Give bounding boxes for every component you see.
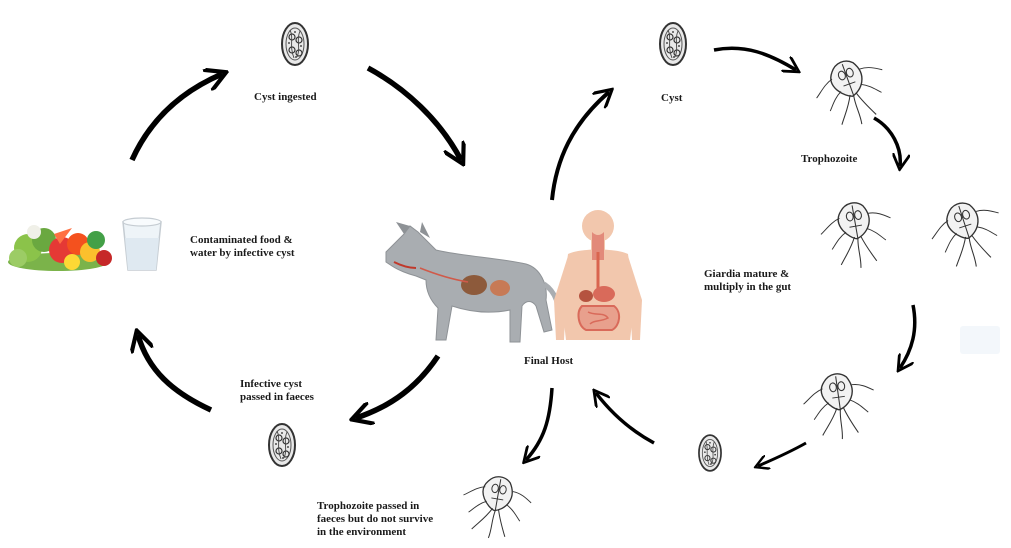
water-glass-icon bbox=[123, 218, 161, 270]
trophozoite-icon bbox=[800, 369, 880, 444]
vegetables-icon bbox=[8, 225, 112, 271]
label-trophozoite: Trophozoite bbox=[801, 153, 857, 166]
trophozoite-icon bbox=[817, 197, 899, 274]
arrow-host-to-trophozoite-faeces bbox=[526, 388, 552, 460]
arrow-food-to-cyst bbox=[132, 74, 222, 160]
trophozoite-icon bbox=[457, 471, 535, 544]
trophozoite-icon bbox=[808, 50, 897, 136]
arrow-faeces-to-food bbox=[138, 335, 211, 410]
label-infective-cyst: Infective cyst passed in faeces bbox=[240, 378, 314, 404]
arrow-cyst-to-host bbox=[368, 68, 461, 160]
arrow-trophozoite-to-mature bbox=[874, 118, 900, 166]
background-artifact bbox=[960, 326, 1000, 354]
arrow-cyst-to-trophozoite bbox=[714, 48, 796, 70]
trophozoite-icon bbox=[924, 193, 1011, 277]
label-cyst: Cyst bbox=[661, 92, 682, 105]
arrow-host-to-faeces bbox=[356, 356, 438, 418]
label-giardia-mature: Giardia mature & multiply in the gut bbox=[704, 268, 791, 294]
arrow-host-to-cyst bbox=[552, 92, 609, 200]
human-body-icon bbox=[554, 210, 642, 340]
dog-icon bbox=[386, 222, 558, 342]
cyst-icon bbox=[269, 424, 295, 466]
arrow-mature-to-divide bbox=[900, 305, 915, 368]
cyst-icon bbox=[282, 23, 308, 65]
label-contaminated-food-water: Contaminated food & water by infective c… bbox=[190, 234, 295, 260]
arrow-cyst-to-host-return bbox=[596, 393, 654, 443]
label-cyst-ingested: Cyst ingested bbox=[254, 91, 317, 104]
cyst-icon bbox=[699, 435, 721, 471]
cyst-icon bbox=[660, 23, 686, 65]
label-trophozoite-passed: Trophozoite passed in faeces but do not … bbox=[317, 500, 433, 539]
arrow-divide-to-cyst bbox=[758, 443, 806, 466]
label-final-host: Final Host bbox=[524, 355, 573, 368]
